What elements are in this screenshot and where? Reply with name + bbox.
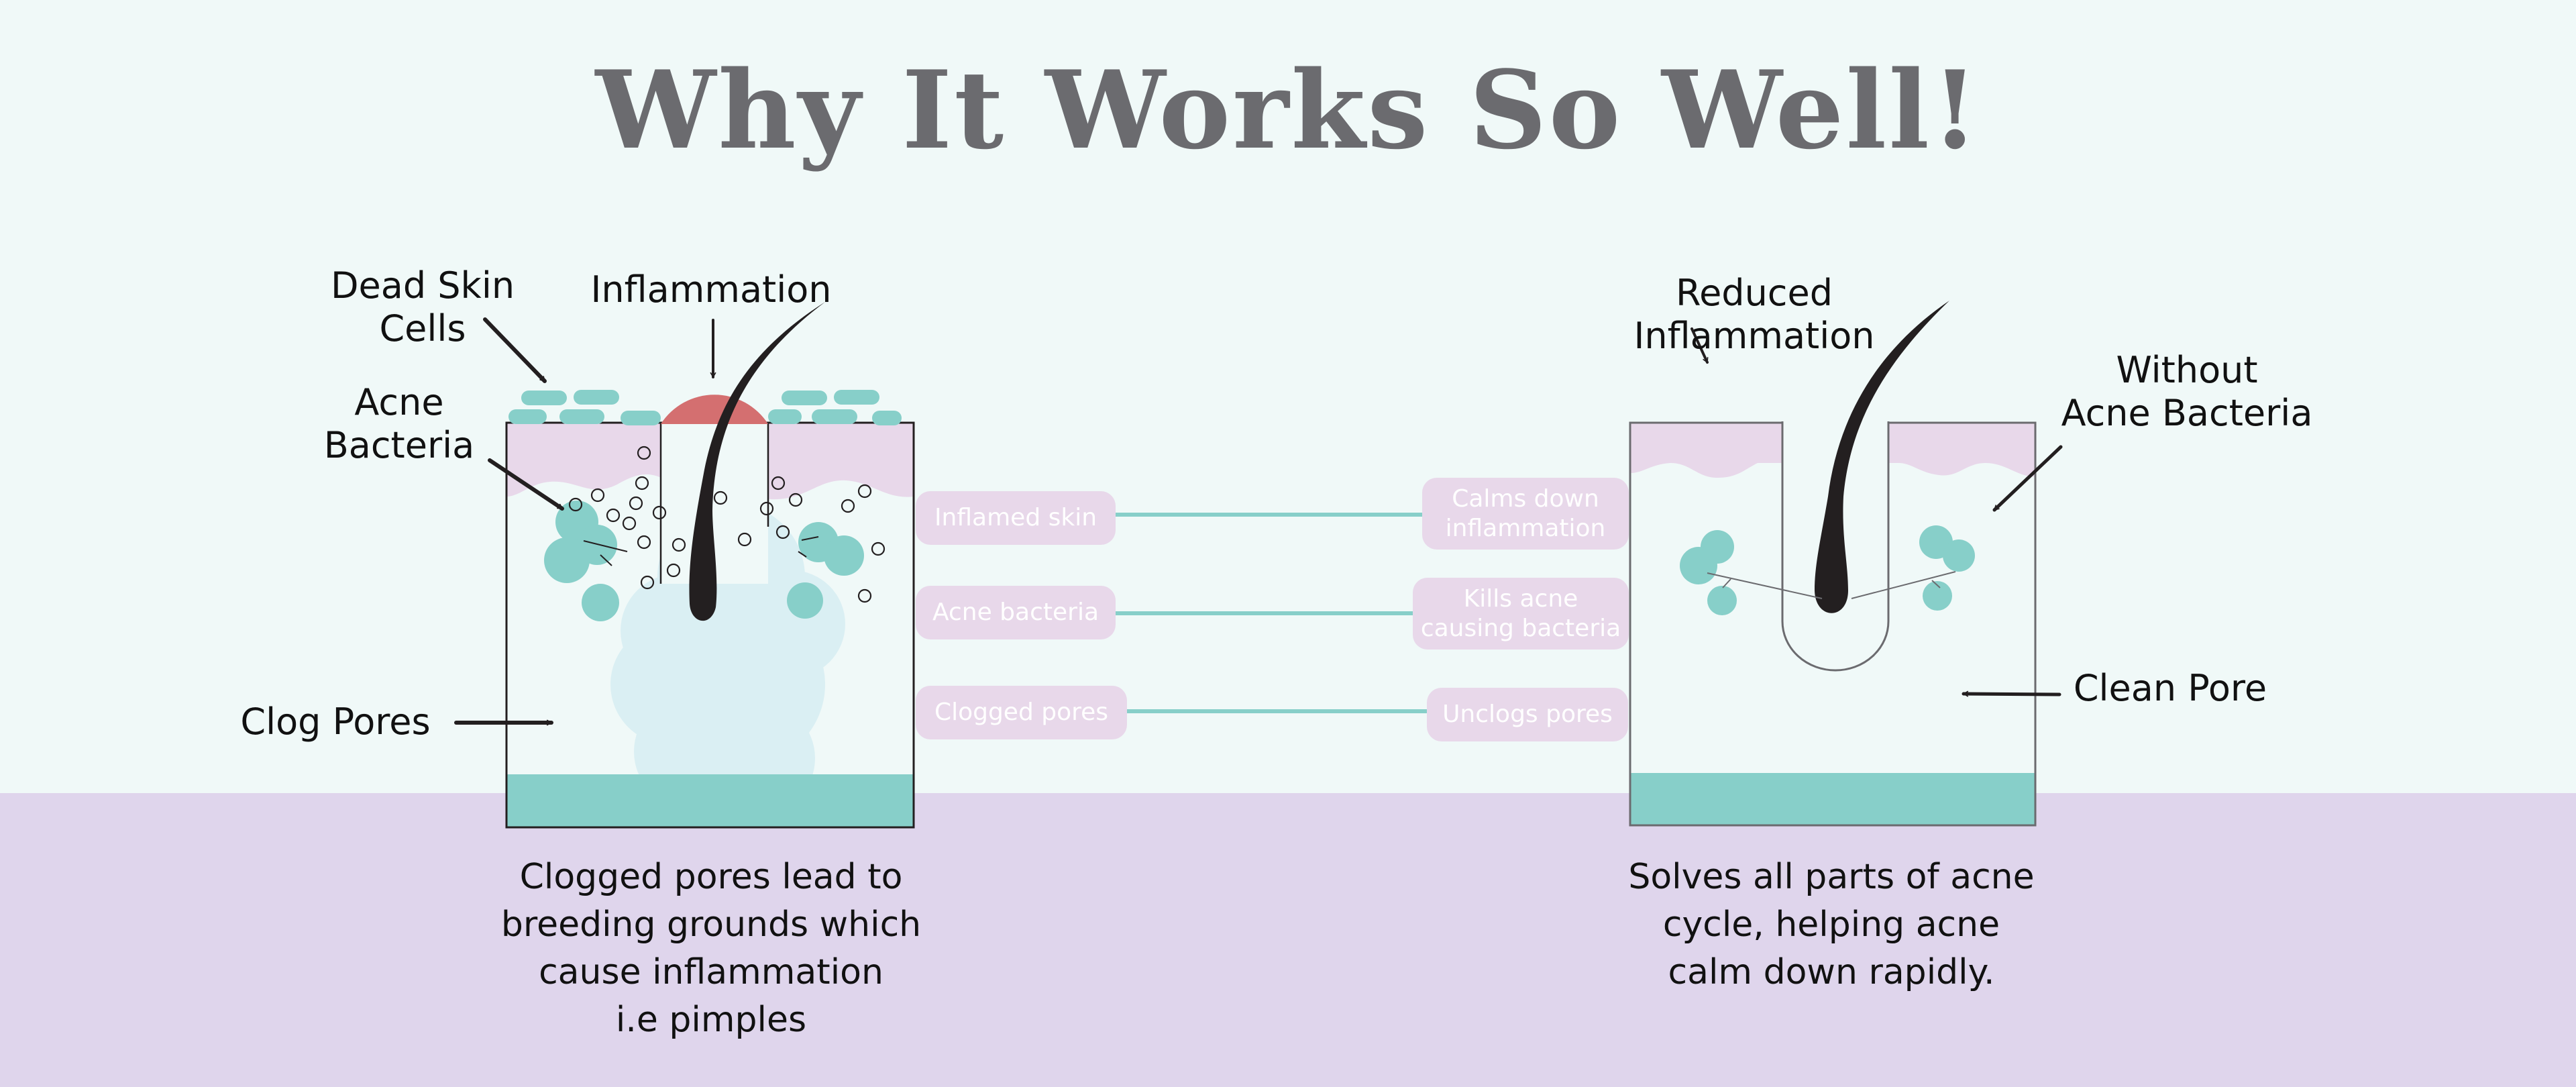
label-acne-bacteria: Acne Bacteria xyxy=(315,381,483,467)
background-bottom xyxy=(0,793,2576,1087)
left-caption: Clogged pores lead to breeding grounds w… xyxy=(456,853,966,1044)
clean-pore-diagram xyxy=(1629,301,2063,827)
label-line: Without xyxy=(2116,349,2258,391)
caption-line: i.e pimples xyxy=(615,1000,807,1040)
label-without-acne-bacteria: Without Acne Bacteria xyxy=(2046,349,2328,435)
problem-pill: Acne bacteria xyxy=(916,586,1116,639)
caption-line: breeding grounds which xyxy=(500,904,922,945)
hair-follicle-icon xyxy=(1815,301,1949,613)
label-clog-pores: Clog Pores xyxy=(240,701,431,743)
label-line: Bacteria xyxy=(323,424,475,466)
label-line: Cells xyxy=(379,307,466,350)
bacteria-cluster-icon xyxy=(544,501,864,621)
pill-line: causing bacteria xyxy=(1420,614,1621,642)
caption-line: Solves all parts of acne xyxy=(1628,857,2035,897)
problem-pill: Inflamed skin xyxy=(916,491,1116,545)
page-title: Why It Works So Well! xyxy=(595,47,1981,173)
hair-follicle-icon xyxy=(689,302,825,621)
label-line: Acne Bacteria xyxy=(2061,392,2313,434)
caption-line: calm down rapidly. xyxy=(1668,952,1995,992)
label-line: Inflammation xyxy=(1633,315,1875,357)
label-line: Reduced xyxy=(1675,272,1833,314)
bacteria-cluster-icon xyxy=(1680,525,1975,615)
label-dead-skin-cells: Dead Skin Cells xyxy=(322,264,523,350)
label-reduced-inflammation: Reduced Inflammation xyxy=(1617,272,1892,358)
label-line: Acne xyxy=(354,381,444,423)
bacteria-dots-icon xyxy=(568,446,885,603)
pill-line: Calms down xyxy=(1452,484,1599,513)
solution-pill: Unclogs pores xyxy=(1427,688,1628,741)
label-inflammation: Inflammation xyxy=(590,268,832,311)
caption-line: Clogged pores lead to xyxy=(519,857,903,897)
right-dermis-layer xyxy=(1630,773,2035,825)
caption-line: cause inflammation xyxy=(539,952,883,992)
comparison-connectors xyxy=(1116,513,1427,713)
label-line: Dead Skin xyxy=(330,264,515,307)
solution-pill: Calms down inflammation xyxy=(1422,478,1629,550)
label-clean-pore: Clean Pore xyxy=(2073,667,2267,709)
arrow-icon xyxy=(1690,327,2063,697)
arrow-icon xyxy=(454,317,716,726)
solution-pill: Kills acne causing bacteria xyxy=(1413,578,1629,650)
inflammation-dome-icon xyxy=(661,395,768,424)
dead-skin-cells-icon xyxy=(508,390,902,425)
problem-pill: Clogged pores xyxy=(916,686,1127,739)
pill-line: inflammation xyxy=(1445,514,1606,542)
clogged-pore-diagram xyxy=(454,302,915,829)
pill-line: Kills acne xyxy=(1463,584,1578,613)
right-caption: Solves all parts of acne cycle, helping … xyxy=(1576,853,2086,996)
caption-line: cycle, helping acne xyxy=(1662,904,2000,945)
left-dermis-layer xyxy=(506,774,914,827)
background-top xyxy=(0,0,2576,793)
